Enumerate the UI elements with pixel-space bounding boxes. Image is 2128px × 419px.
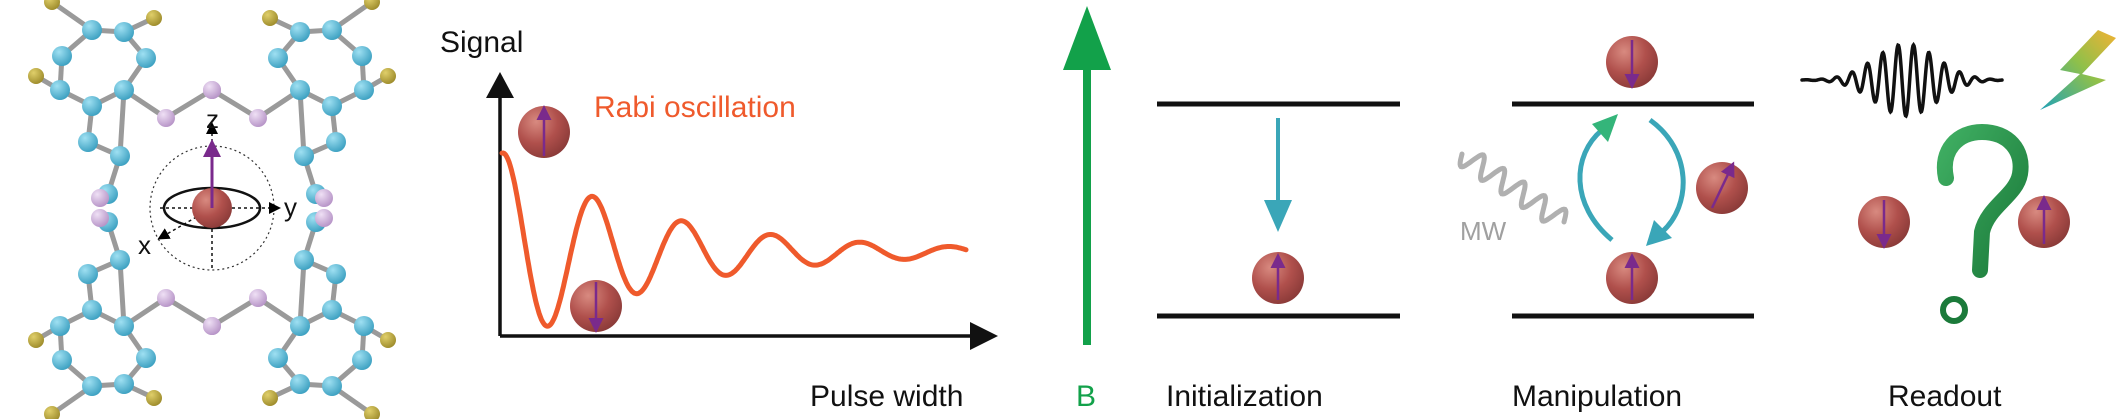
atom-lilac bbox=[249, 289, 267, 307]
atom-lilac bbox=[315, 189, 333, 207]
atom-blue bbox=[326, 264, 346, 284]
mw-label: MW bbox=[1460, 216, 1507, 246]
atom-blue bbox=[322, 20, 342, 40]
atom-blue bbox=[352, 46, 372, 66]
central-spin bbox=[149, 122, 281, 271]
atom-olive bbox=[44, 0, 60, 10]
y-axis-label: Signal bbox=[440, 26, 523, 59]
spin-down-ball bbox=[1606, 36, 1658, 89]
atom-olive bbox=[364, 0, 380, 10]
axis-x-label: x bbox=[138, 230, 151, 260]
atom-blue bbox=[50, 316, 70, 336]
spin-up-ball bbox=[1606, 252, 1658, 304]
atom-lilac bbox=[157, 289, 175, 307]
axis-z-label: z bbox=[206, 104, 219, 134]
atom-olive bbox=[146, 10, 162, 26]
atom-blue bbox=[82, 20, 102, 40]
readout-signal-wave bbox=[1800, 41, 2004, 119]
atom-blue bbox=[268, 348, 288, 368]
axis-y-label: y bbox=[284, 192, 297, 222]
bond bbox=[117, 87, 127, 159]
atom-blue bbox=[114, 316, 134, 336]
atom-blue bbox=[82, 376, 102, 396]
x-axis-label: Pulse width bbox=[810, 380, 963, 413]
atom-blue bbox=[110, 146, 130, 166]
atom-blue bbox=[294, 146, 314, 166]
manipulation-panel: MW Manipulation bbox=[1457, 36, 1754, 413]
atom-blue bbox=[290, 22, 310, 42]
rabi-curve bbox=[499, 150, 969, 329]
spin-up-ball bbox=[1252, 252, 1304, 304]
atom-lilac bbox=[249, 109, 267, 127]
atom-olive bbox=[146, 390, 162, 406]
atom-blue bbox=[294, 250, 314, 270]
field-label: B bbox=[1076, 380, 1096, 413]
molecule-structure: z y x bbox=[28, 0, 396, 419]
panel-label: Manipulation bbox=[1512, 380, 1682, 413]
atom-olive bbox=[262, 390, 278, 406]
panel-label: Initialization bbox=[1166, 380, 1323, 413]
bond bbox=[297, 87, 307, 159]
atom-blue bbox=[78, 132, 98, 152]
rabi-plot: Signal Rabi oscillation Pulse width bbox=[440, 26, 998, 413]
atom-olive bbox=[262, 10, 278, 26]
atom-olive bbox=[380, 68, 396, 84]
atom-blue bbox=[78, 264, 98, 284]
magnetic-field: B bbox=[1063, 6, 1111, 413]
panel-label: Readout bbox=[1888, 380, 2002, 413]
atom-lilac bbox=[203, 81, 221, 99]
atom-lilac bbox=[315, 209, 333, 227]
atom-lilac bbox=[91, 209, 109, 227]
atom-olive bbox=[380, 332, 396, 348]
atom-blue bbox=[290, 80, 310, 100]
spin-down-ball bbox=[570, 280, 622, 333]
lightning-icon bbox=[2040, 30, 2116, 110]
atom-blue bbox=[114, 22, 134, 42]
atom-blue bbox=[136, 348, 156, 368]
atom-blue bbox=[352, 350, 372, 370]
atom-blue bbox=[50, 80, 70, 100]
atom-blue bbox=[322, 376, 342, 396]
atom-lilac bbox=[91, 189, 109, 207]
atom-blue bbox=[268, 48, 288, 68]
atom-olive bbox=[28, 332, 44, 348]
atom-lilac bbox=[203, 317, 221, 335]
atom-blue bbox=[354, 316, 374, 336]
bond bbox=[117, 257, 127, 329]
atom-olive bbox=[364, 406, 380, 419]
atom-blue bbox=[52, 46, 72, 66]
atom-blue bbox=[114, 374, 134, 394]
spin-down-ball bbox=[1858, 196, 1910, 249]
atom-blue bbox=[114, 80, 134, 100]
atom-blue bbox=[110, 250, 130, 270]
atom-blue bbox=[322, 96, 342, 116]
question-mark-icon bbox=[1936, 123, 2029, 324]
atom-blue bbox=[290, 316, 310, 336]
atom-blue bbox=[326, 132, 346, 152]
spin-tilted-ball bbox=[1696, 161, 1748, 214]
atom-blue bbox=[82, 300, 102, 320]
atom-olive bbox=[28, 68, 44, 84]
atom-blue bbox=[290, 374, 310, 394]
atom-blue bbox=[136, 48, 156, 68]
readout-panel: Readout bbox=[1800, 30, 2116, 413]
spin-up-ball bbox=[2018, 195, 2070, 248]
initialization-panel: Initialization bbox=[1157, 101, 1400, 413]
atom-blue bbox=[52, 350, 72, 370]
bond bbox=[297, 257, 307, 329]
atom-lilac bbox=[157, 109, 175, 127]
mw-wave bbox=[1457, 151, 1569, 225]
atom-blue bbox=[82, 96, 102, 116]
atom-blue bbox=[322, 300, 342, 320]
atom-blue bbox=[354, 80, 374, 100]
curve-label: Rabi oscillation bbox=[594, 91, 796, 124]
spin-up-ball bbox=[518, 105, 570, 158]
atom-olive bbox=[44, 406, 60, 419]
